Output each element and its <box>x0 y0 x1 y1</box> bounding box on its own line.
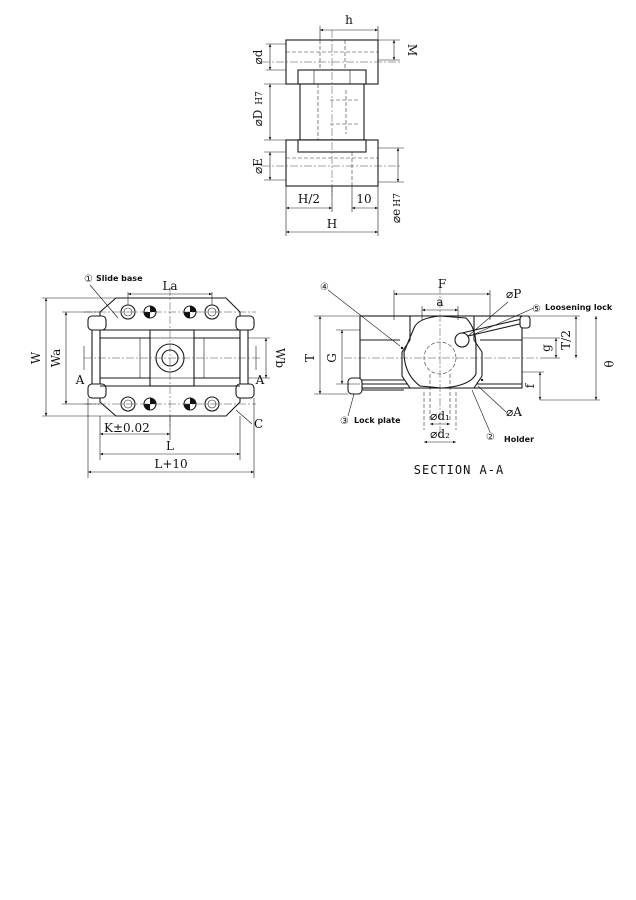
section-title: SECTION A-A <box>414 463 504 477</box>
dim-Wa: Wa <box>49 349 63 367</box>
label-slide-base: Slide base <box>96 274 143 283</box>
dim-L: L <box>166 439 174 453</box>
dim-F: F <box>438 277 446 291</box>
dim-A-diameter: ⌀A <box>506 405 522 419</box>
lock-plate <box>347 377 363 395</box>
dim-H2: H/2 <box>298 192 320 206</box>
dim-D-tol: H7 <box>255 91 265 105</box>
section-mark-a-right: A <box>255 373 265 387</box>
dim-d2: ⌀d₂ <box>430 427 450 441</box>
dim-W: W <box>29 351 43 364</box>
callout-2: ② <box>486 432 495 443</box>
callout-4: ④ <box>320 282 329 293</box>
dim-P: ⌀P <box>506 287 521 301</box>
label-lock-plate: Lock plate <box>354 416 401 425</box>
dim-C: C <box>254 417 263 431</box>
rail-cap-br <box>235 383 255 399</box>
dim-E: ⌀E <box>251 158 265 174</box>
top-view: h ⌀d M ⌀D H7 ⌀E ⌀e H7 H/2 <box>251 13 419 236</box>
loosening-lock-pin <box>454 332 470 348</box>
dim-d: ⌀d <box>251 49 265 64</box>
dim-D: ⌀D <box>251 110 265 127</box>
dim-e: ⌀e <box>389 209 403 223</box>
label-loosening-lock: Loosening lock <box>545 303 613 312</box>
callout-3: ③ <box>340 416 349 427</box>
dim-La: La <box>162 279 177 293</box>
dim-g: g <box>539 344 553 352</box>
dim-H: H <box>327 217 337 231</box>
callout-1: ① <box>84 274 93 285</box>
section-view: ④ F a ⌀P ⑤ Loosening lock T G g <box>303 277 615 477</box>
callout-5: ⑤ <box>532 304 541 315</box>
dim-a: a <box>436 295 443 309</box>
dim-theta: θ <box>601 360 615 367</box>
dim-f: f <box>523 382 537 388</box>
rail-cap-tl <box>87 315 107 331</box>
dim-K: K±0.02 <box>104 421 150 435</box>
dim-M: M <box>405 44 419 56</box>
dim-G: G <box>325 353 339 363</box>
holder-body <box>403 315 477 389</box>
dim-e-tol: H7 <box>393 193 403 207</box>
dim-T: T <box>303 354 317 362</box>
dim-h: h <box>345 13 353 27</box>
dim-L10: L+10 <box>154 457 187 471</box>
dim-Wb: Wb <box>273 348 287 368</box>
dim-10: 10 <box>356 192 371 206</box>
rail-cap-tr <box>235 315 255 331</box>
section-mark-a-left: A <box>75 373 85 387</box>
dim-T2: T/2 <box>559 330 573 350</box>
plan-view: ① Slide base La W Wa A Wb A K±0.02 <box>29 274 287 478</box>
rail-cap-bl <box>87 383 107 399</box>
label-holder: Holder <box>504 435 534 444</box>
dim-d1: ⌀d₁ <box>430 409 450 423</box>
